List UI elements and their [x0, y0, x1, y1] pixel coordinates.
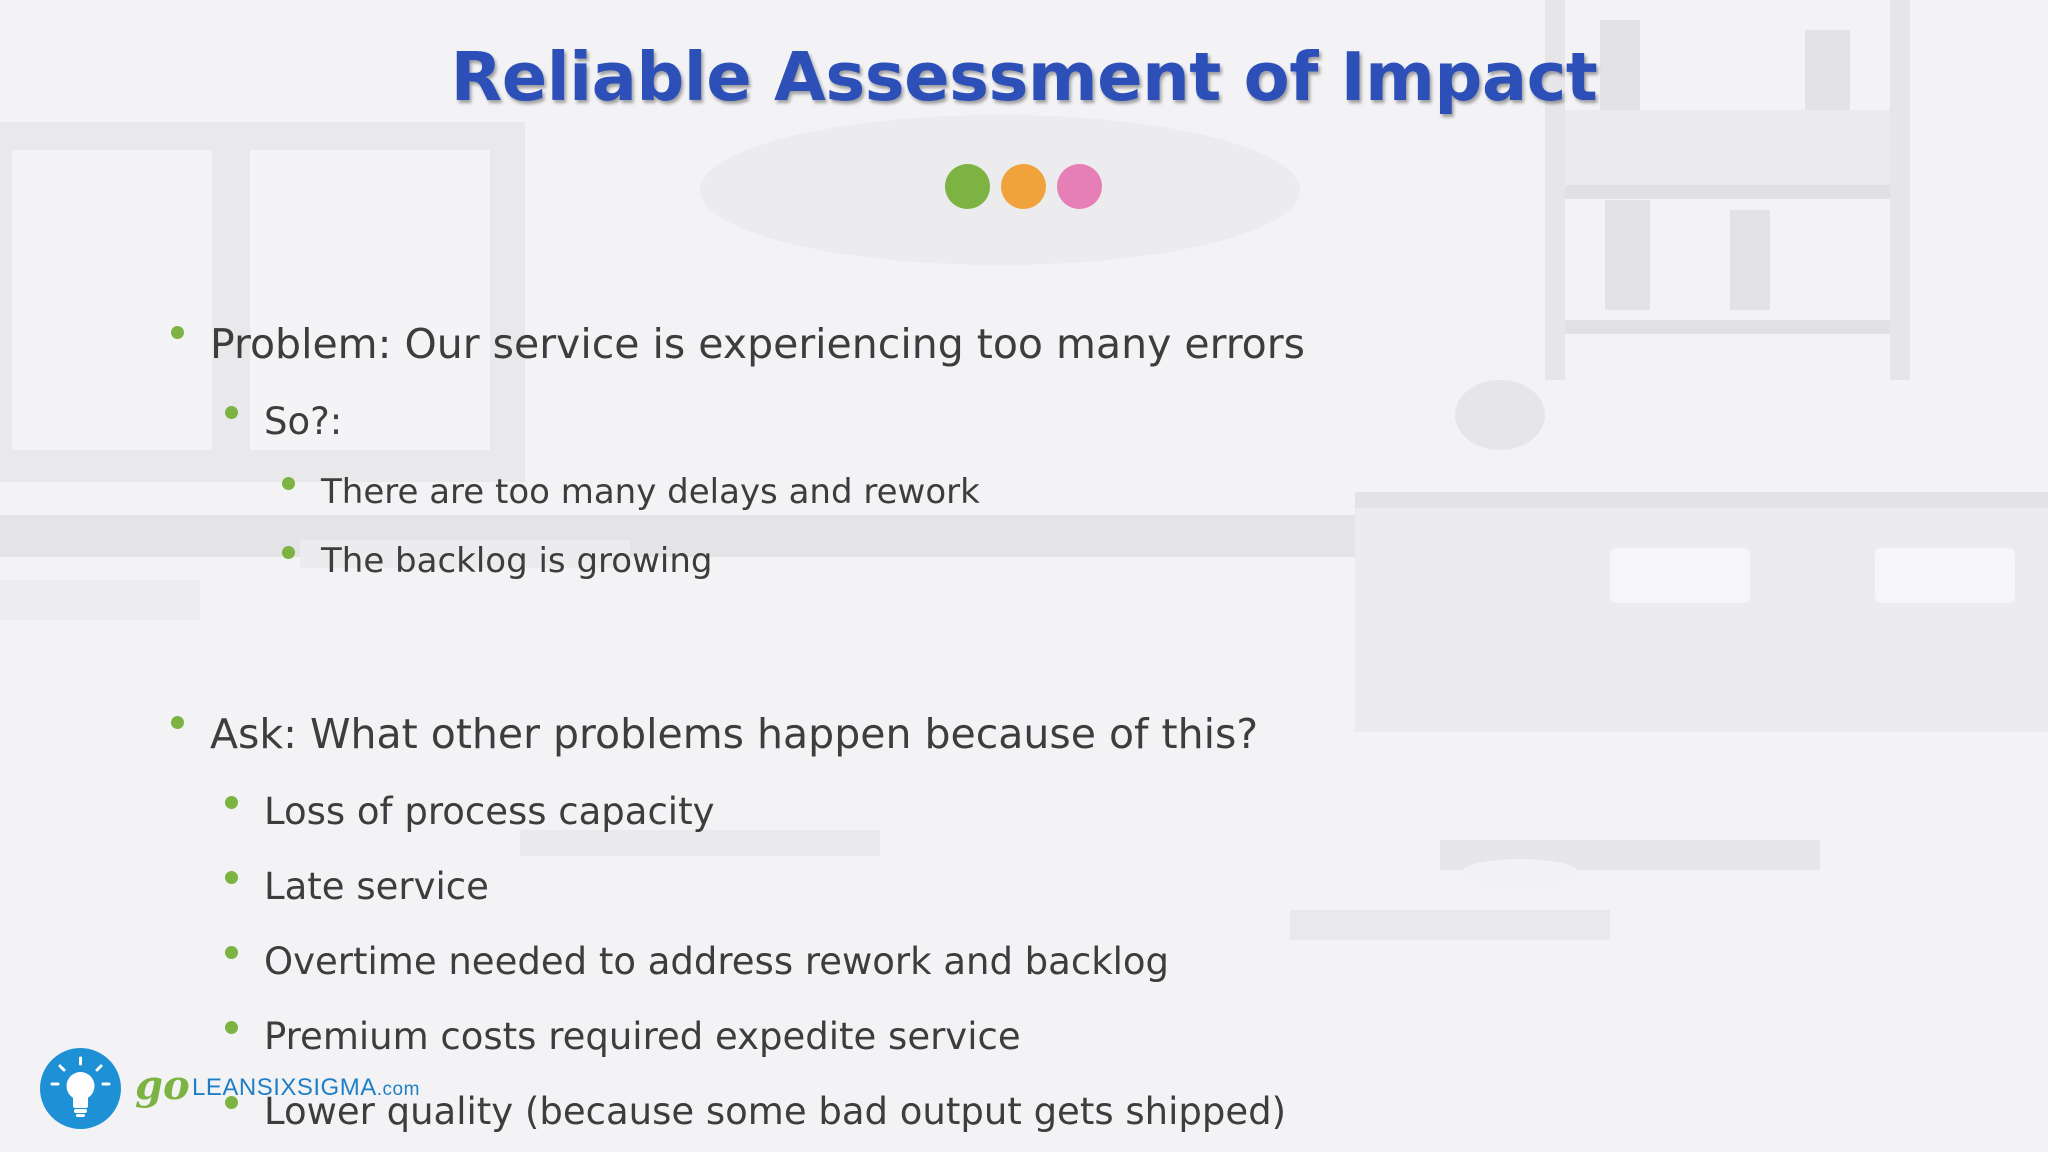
bullet-dot	[225, 871, 238, 884]
bullet-dot	[225, 406, 238, 419]
bullet-dot	[282, 477, 295, 490]
bullet-text: So?:	[264, 400, 343, 443]
bullet-dot	[171, 326, 184, 339]
bullet-text: Loss of process capacity	[264, 790, 715, 833]
logo-circle	[40, 1048, 121, 1129]
orange-dot	[1001, 164, 1046, 209]
decorative-dots	[945, 164, 1102, 209]
goleansixsigma-logo: go LEANSIXSIGMA.com	[40, 1048, 510, 1134]
bullet-dot	[225, 1021, 238, 1034]
logo-domain: .com	[376, 1079, 420, 1100]
bullet-dot	[171, 716, 184, 729]
bullet-text: Overtime needed to address rework and ba…	[264, 940, 1170, 983]
bullet-dot	[225, 946, 238, 959]
bullet-text: Premium costs required expedite service	[264, 1015, 1021, 1058]
bullet-text: Problem: Our service is experiencing too…	[210, 320, 1305, 368]
bullet-text: Late service	[264, 865, 489, 908]
bullet-dot	[225, 1096, 238, 1109]
green-dot	[945, 164, 990, 209]
bullet-dot	[282, 546, 295, 559]
bullet-dot	[225, 796, 238, 809]
bullet-text: The backlog is growing	[321, 541, 713, 581]
logo-go-text: go	[135, 1062, 190, 1109]
bullet-text: Ask: What other problems happen because …	[210, 710, 1259, 758]
bullet-text: Lower quality (because some bad output g…	[264, 1090, 1287, 1133]
slide-title: Reliable Assessment of Impact	[450, 38, 1598, 116]
bullet-text: There are too many delays and rework	[321, 472, 980, 512]
pink-dot	[1057, 164, 1102, 209]
logo-name-text: LEANSIXSIGMA.com	[192, 1074, 420, 1102]
logo-brand: LEANSIXSIGMA	[192, 1074, 377, 1101]
lightbulb-icon	[50, 1056, 111, 1117]
